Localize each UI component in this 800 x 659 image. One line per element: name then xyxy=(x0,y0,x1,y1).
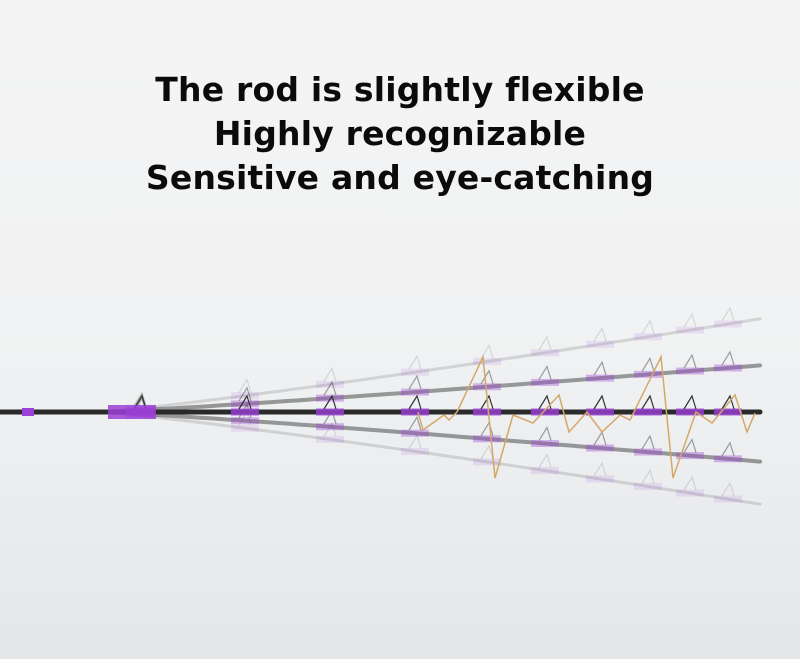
rod-guide xyxy=(323,366,337,382)
rod-guide-wrap xyxy=(634,448,662,456)
rod-guide-wrap xyxy=(586,475,614,483)
rod-guide-wrap xyxy=(676,367,704,375)
rod-guide-wrap xyxy=(531,467,559,475)
headline-line-2: Highly recognizable xyxy=(213,114,587,153)
headline-line-3: Sensitive and eye-catching xyxy=(145,158,655,197)
rod-guide-wrap xyxy=(316,380,344,388)
rod-handle-wrap xyxy=(22,408,34,416)
rod-guide-wrap xyxy=(634,370,662,378)
rod-guide xyxy=(593,430,607,446)
rod-guide xyxy=(480,369,494,385)
rod-guide xyxy=(593,326,607,342)
rod-guide xyxy=(721,350,735,366)
rod-guide-wrap xyxy=(714,455,742,463)
rod-guide-wrap xyxy=(401,429,429,437)
rod-guide xyxy=(538,426,552,441)
rod-guide-wrap xyxy=(473,458,501,466)
rod-guide-wrap xyxy=(231,392,259,400)
rod-guide-wrap xyxy=(586,408,614,416)
rod-guide xyxy=(683,353,697,369)
rod-guide-wrap xyxy=(401,388,429,396)
rod-guide xyxy=(238,378,252,394)
rod-guide-wrap xyxy=(316,435,344,443)
rod-guide xyxy=(683,394,697,410)
rod-guide xyxy=(238,386,252,402)
rod-guide-wrap xyxy=(531,440,559,448)
rod-guide-wrap xyxy=(316,408,344,416)
rod-guide xyxy=(133,390,147,406)
rod-guide xyxy=(408,415,422,431)
rod-guide-wrap xyxy=(401,368,429,376)
rod-guide-wrap xyxy=(676,489,704,497)
rod-guide-wrap xyxy=(531,408,559,416)
rod-guide xyxy=(641,319,655,335)
rod-guide-wrap xyxy=(473,408,501,416)
rod-guide xyxy=(683,475,697,491)
rod-guide xyxy=(641,469,655,484)
rod-guide-wrap xyxy=(634,333,662,341)
rod-guide xyxy=(641,394,655,410)
rod-guide-wrap xyxy=(473,383,501,391)
rod-guide-wrap xyxy=(401,447,429,455)
rod-guide xyxy=(480,444,494,460)
rod-reel-seat xyxy=(108,405,156,419)
rod-guide xyxy=(480,394,494,410)
rod-guide xyxy=(593,360,607,376)
headline: The rod is slightly flexible Highly reco… xyxy=(0,68,800,200)
rod-guide xyxy=(683,312,697,328)
rod-guide-wrap xyxy=(714,320,742,328)
rod-guide-wrap xyxy=(676,408,704,416)
rod-guide-wrap xyxy=(714,495,742,503)
rod-guide-wrap xyxy=(634,482,662,490)
rod-guide xyxy=(538,394,552,410)
rod-guide-wrap xyxy=(634,408,662,416)
rod-guide xyxy=(683,438,697,453)
rod-shaft xyxy=(0,410,762,506)
rod-guide xyxy=(323,380,337,396)
rod-guide-wrap xyxy=(231,424,259,432)
rod-guide xyxy=(408,394,422,410)
rod-guide-wrap xyxy=(401,408,429,416)
rod-guide-wrap xyxy=(231,400,259,408)
rod-guide xyxy=(721,394,735,410)
rod-guide xyxy=(641,434,655,450)
rod-guide xyxy=(593,394,607,410)
rod-guide-wrap xyxy=(676,452,704,460)
rod-guide xyxy=(323,394,337,410)
rod-guide xyxy=(480,344,494,359)
rod-guide xyxy=(721,441,735,457)
rod-guide-wrap xyxy=(714,408,742,416)
rod-guide-wrap xyxy=(586,444,614,452)
headline-line-1: The rod is slightly flexible xyxy=(155,70,645,109)
rod-guide-wrap xyxy=(531,349,559,357)
rod-guide-wrap xyxy=(316,423,344,431)
rod-guide xyxy=(408,354,422,370)
rod-guide xyxy=(133,394,147,410)
rod-guide xyxy=(721,481,735,497)
rod-guide-wrap xyxy=(676,326,704,334)
rod-guide-wrap xyxy=(231,408,259,416)
rod-guide xyxy=(238,394,252,410)
rod-guide xyxy=(538,364,552,380)
rod-guide-wrap xyxy=(714,364,742,372)
rod-guide xyxy=(641,356,655,372)
rod-guide xyxy=(593,461,607,477)
rod-guide-wrap xyxy=(473,435,501,443)
vibration-wave xyxy=(417,354,756,479)
rod-guide xyxy=(538,453,552,468)
rod-guide xyxy=(323,421,337,437)
rod-guide xyxy=(408,433,422,449)
rod-guide-wrap xyxy=(473,358,501,366)
rod-guide-wrap xyxy=(531,378,559,386)
rod-guide-wrap xyxy=(586,374,614,382)
rod-guide xyxy=(408,374,422,390)
rod-guide-wrap xyxy=(231,417,259,425)
rod-guide xyxy=(721,306,735,322)
rod-guide xyxy=(538,335,552,351)
rod-guide-wrap xyxy=(586,340,614,348)
